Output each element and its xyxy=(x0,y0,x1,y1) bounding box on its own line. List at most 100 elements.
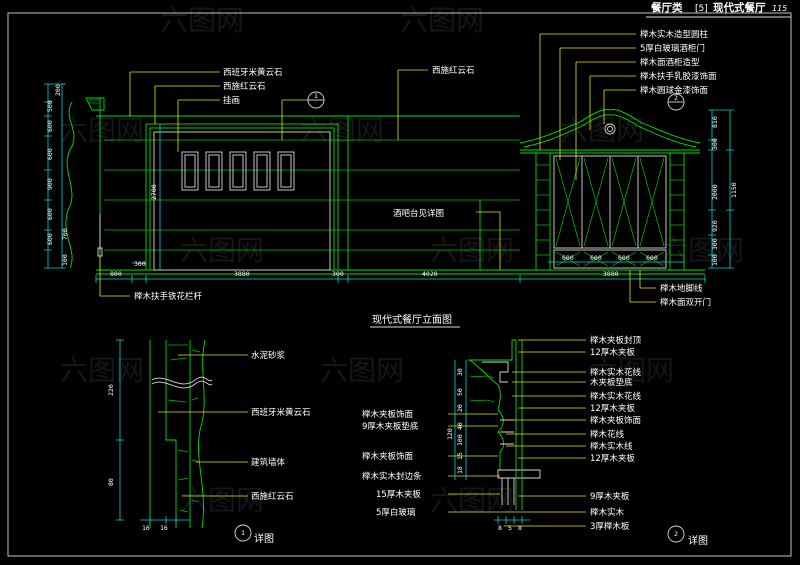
svg-text:详图: 详图 xyxy=(688,534,708,547)
sheet-header: 餐厅类 [5] 现代式餐厅 115 xyxy=(650,1,787,14)
svg-text:1150: 1150 xyxy=(730,182,738,198)
detail-2 xyxy=(448,339,586,527)
callout-cabinet: 榉木面酒柜造型 xyxy=(640,57,700,68)
svg-text:20: 20 xyxy=(456,404,464,412)
section-marker-2: 2 xyxy=(667,93,685,111)
svg-text:100: 100 xyxy=(456,434,464,446)
callout-center-stone: 西施红云石 xyxy=(432,65,475,76)
d2-r12: 3厚榉木板 xyxy=(590,521,630,532)
svg-text:8: 8 xyxy=(498,524,502,532)
svg-text:2000: 2000 xyxy=(711,184,719,200)
svg-text:六图网: 六图网 xyxy=(60,114,144,147)
svg-text:100: 100 xyxy=(711,254,719,266)
svg-text:8: 8 xyxy=(518,524,522,532)
detail2-marker: 2 详图 xyxy=(667,525,708,547)
detail1-red-stone: 西施红云石 xyxy=(251,491,294,502)
left-dimensions: 200 500 600 600 900 600 600 700 100 xyxy=(44,83,69,269)
svg-text:3880: 3880 xyxy=(603,270,619,278)
svg-text:六图网: 六图网 xyxy=(560,114,644,147)
svg-text:600: 600 xyxy=(46,233,54,245)
svg-text:30: 30 xyxy=(456,368,464,376)
detail1-beige-stone: 西班牙米黄云石 xyxy=(251,407,311,418)
svg-text:3880: 3880 xyxy=(234,270,250,278)
svg-text:100: 100 xyxy=(61,254,69,266)
wine-cabinet xyxy=(519,109,701,271)
svg-text:900: 900 xyxy=(46,178,54,190)
d2-r11: 榉木实木 xyxy=(590,507,625,518)
svg-text:5: 5 xyxy=(508,524,512,532)
svg-text:800: 800 xyxy=(110,270,122,278)
bottom-dimensions: 800 300 3880 300 4020 3880 600 600 600 6… xyxy=(95,254,706,283)
d2-l4: 15厚木夹板 xyxy=(376,489,421,500)
callout-ball-gold: 榉木圆球金漆饰面 xyxy=(640,85,709,96)
svg-text:六图网: 六图网 xyxy=(160,4,244,37)
section-marker-1: 1 xyxy=(307,91,325,109)
svg-text:300: 300 xyxy=(134,260,146,268)
d2-l2: 榉木夹板饰面 xyxy=(362,451,414,462)
svg-text:200: 200 xyxy=(54,84,62,96)
d2-r6: 榉木夹板饰面 xyxy=(590,415,642,426)
svg-text:810: 810 xyxy=(711,116,719,128)
header-category: 餐厅类 xyxy=(650,1,683,14)
watermark: 六图网 六图网 六图网 六图网 六图网 六图网 六图网 六图网 六图网 六图网 … xyxy=(60,4,744,517)
svg-text:18: 18 xyxy=(456,466,464,474)
d2-r0: 榉木夹板封顶 xyxy=(590,335,642,346)
d2-r10: 9厚木夹板 xyxy=(590,491,630,502)
svg-text:2: 2 xyxy=(674,530,678,538)
callout-handrail-paint: 榉木扶手乳胶漆饰面 xyxy=(640,71,717,82)
elevation-leaders xyxy=(99,33,656,303)
svg-text:500: 500 xyxy=(46,100,54,112)
svg-text:700: 700 xyxy=(61,228,69,240)
d2-r1: 12厚木夹板 xyxy=(590,347,635,358)
d2-r7: 榉木花线 xyxy=(590,429,625,440)
svg-text:80: 80 xyxy=(107,478,115,486)
d2-r4: 榉木实木花线 xyxy=(590,391,642,402)
callout-stone-red: 西施红云石 xyxy=(223,81,266,92)
header-page: 115 xyxy=(772,4,787,13)
detail1-mortar: 水泥砂浆 xyxy=(251,350,286,361)
d2-l0: 榉木夹板饰面 xyxy=(362,409,414,420)
d2-l3: 榉木实木封边条 xyxy=(362,471,422,482)
svg-text:1: 1 xyxy=(314,92,318,100)
svg-text:600: 600 xyxy=(562,254,574,262)
d2-r2: 榉木实木花线 xyxy=(590,367,642,378)
d2-r3: 木夹板垫底 xyxy=(590,377,633,388)
svg-text:16: 16 xyxy=(142,524,150,532)
d2-l5: 5厚白玻璃 xyxy=(376,507,416,518)
svg-text:600: 600 xyxy=(46,148,54,160)
callout-painting: 挂画 xyxy=(223,95,240,106)
callout-column: 榉木实木造型圆柱 xyxy=(640,29,709,40)
svg-text:600: 600 xyxy=(46,208,54,220)
svg-text:600: 600 xyxy=(618,254,630,262)
d2-r5: 12厚木夹板 xyxy=(590,403,635,414)
svg-text:600: 600 xyxy=(646,254,658,262)
svg-text:16: 16 xyxy=(160,524,168,532)
sheet-frame xyxy=(7,12,792,557)
svg-text:六图网: 六图网 xyxy=(590,354,674,387)
svg-text:六图网: 六图网 xyxy=(60,354,144,387)
detail-1 xyxy=(116,339,248,529)
detail1-wall: 建筑墙体 xyxy=(251,457,286,468)
header-index: [5] xyxy=(695,4,708,14)
svg-text:1: 1 xyxy=(241,529,245,537)
svg-text:300: 300 xyxy=(332,270,344,278)
svg-text:300: 300 xyxy=(711,238,719,250)
svg-text:920: 920 xyxy=(711,220,719,232)
svg-text:600: 600 xyxy=(46,120,54,132)
svg-text:300: 300 xyxy=(711,138,719,150)
svg-text:220: 220 xyxy=(107,384,115,396)
callout-stone-beige: 西班牙米黄云石 xyxy=(223,67,283,78)
d2-r9: 12厚木夹板 xyxy=(590,453,635,464)
svg-text:4020: 4020 xyxy=(422,270,438,278)
svg-text:六图网: 六图网 xyxy=(430,234,514,267)
detail1-marker: 1 详图 xyxy=(234,524,274,545)
svg-text:40: 40 xyxy=(456,422,464,430)
svg-text:15: 15 xyxy=(456,452,464,460)
svg-text:六图网: 六图网 xyxy=(180,234,264,267)
callout-railing: 榉木扶手铁花栏杆 xyxy=(134,291,203,302)
svg-text:六图网: 六图网 xyxy=(320,354,404,387)
elevation xyxy=(65,97,705,275)
callout-bar-detail: 酒吧台见详图 xyxy=(393,208,444,219)
svg-text:六图网: 六图网 xyxy=(300,114,384,147)
